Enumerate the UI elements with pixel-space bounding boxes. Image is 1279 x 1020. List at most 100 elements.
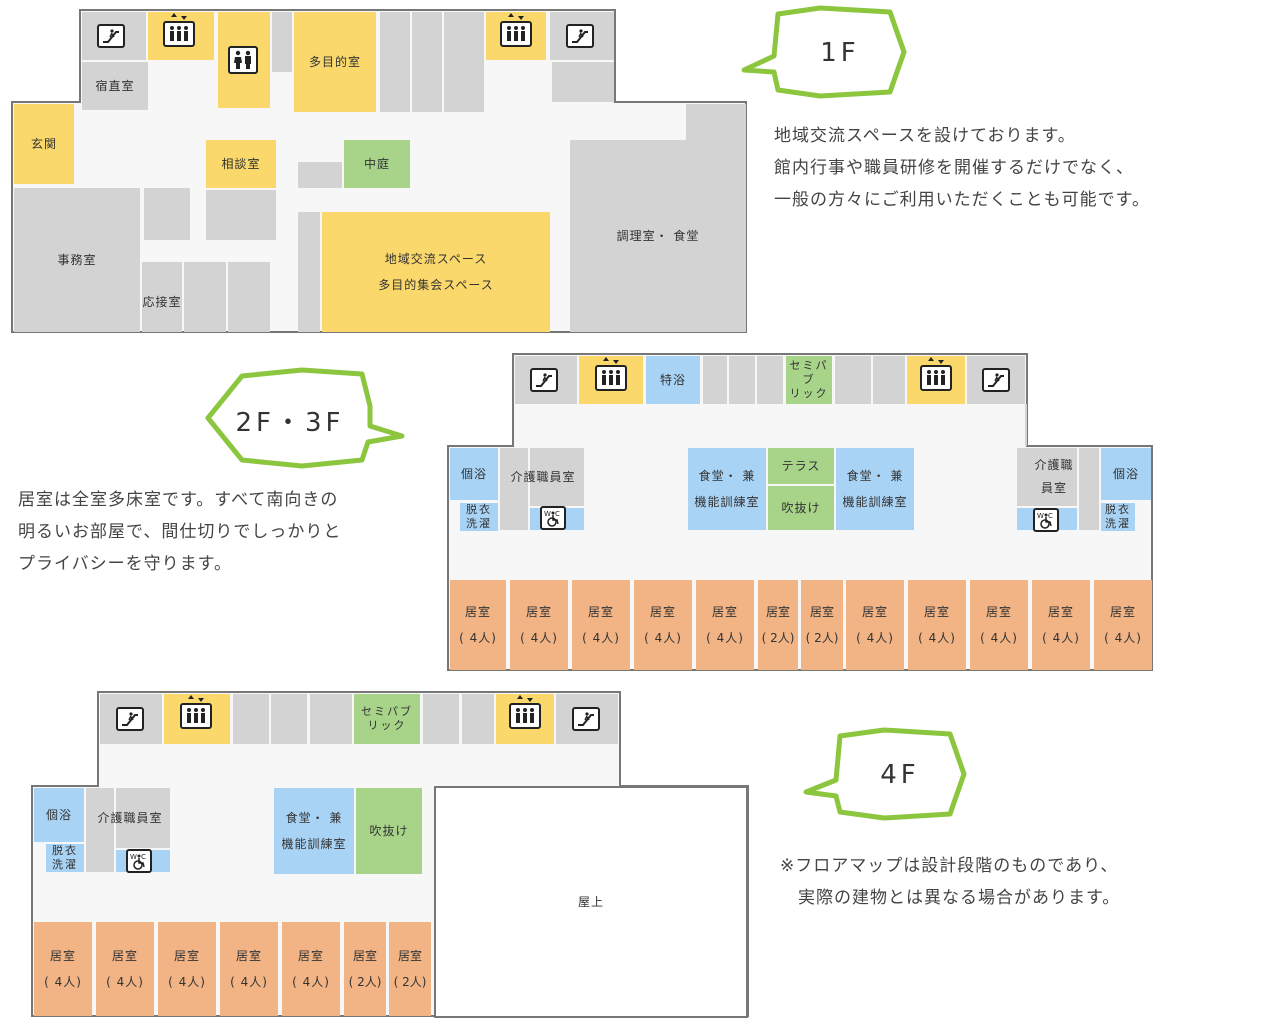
f4-kyoshitsu: 居室( 4人) (282, 922, 340, 1016)
floor-1f-label: 1F (820, 38, 860, 68)
f23-kyoshitsu: 居室( 4人) (634, 580, 692, 670)
f23-storage-2 (729, 356, 755, 404)
svg-text:C: C (141, 853, 146, 861)
f23-storage-3 (757, 356, 783, 404)
floor-4f-note: ※フロアマップは設計段階のものであり、 実際の建物とは異なる場合があります。 (780, 856, 1121, 908)
f1-storage-9 (298, 212, 320, 332)
f4-storage-2 (271, 694, 307, 744)
f1-storage-10 (686, 104, 746, 140)
f23-kyoshitsu: 居室( 4人) (908, 580, 966, 670)
f23-kyoshitsu: 居室( 4人) (1032, 580, 1090, 670)
f23-storage-5 (873, 356, 905, 404)
f4-room-semi: セミパブ リック (354, 694, 420, 744)
f1-room-jimu: 事務室 (14, 188, 140, 332)
f1-storage-6 (206, 190, 276, 240)
f1-shaft-1 (272, 12, 292, 72)
elevator-icon (920, 356, 952, 391)
f4-room-kaigo: 介護職員室 (97, 788, 170, 848)
f1-storage-2 (412, 12, 442, 112)
f4-kyoshitsu: 居室( 4人) (96, 922, 154, 1016)
f1-corridor-box (298, 162, 342, 188)
f23-room-kaigo-right: 介護職員室 (1017, 448, 1077, 506)
floor-1f-bubble: 1F (740, 4, 910, 100)
floor-23f-bubble: 2F・3F (202, 366, 408, 470)
f23-storage-7 (500, 448, 528, 530)
f23-room-terrace: テラス (768, 448, 834, 484)
svg-text:C: C (1048, 512, 1053, 520)
elevator-icon (163, 12, 195, 47)
floor-23f-label: 2F・3F (235, 408, 345, 438)
f4-kyoshitsu: 居室( 2人) (389, 922, 431, 1016)
escalator-icon (982, 368, 1010, 392)
f23-room-datsui-left: 脱衣 洗濯 (460, 503, 498, 531)
f1-storage-1 (380, 12, 410, 112)
svg-text:W: W (130, 853, 137, 861)
f23-kyoshitsu: 居室( 4人) (846, 580, 904, 670)
f23-kyoshitsu: 居室( 4人) (510, 580, 568, 670)
elevator-icon (180, 694, 212, 729)
f23-storage-4 (835, 356, 871, 404)
f23-room-datsui-right: 脱衣 洗濯 (1101, 503, 1135, 531)
f23-kyoshitsu: 居室( 4人) (572, 580, 630, 670)
f23-storage-1 (703, 356, 727, 404)
f23-room-fukinuke: 吹抜け (768, 486, 834, 530)
f1-storage-4 (552, 62, 614, 102)
f4-kyoshitsu: 居室( 4人) (220, 922, 278, 1016)
f23-room-shokudo-left: 食堂・ 兼機能訓練室 (688, 448, 766, 530)
f23-storage-6 (1025, 404, 1027, 446)
f4-storage-4 (423, 694, 459, 744)
f1-room-soudan: 相談室 (206, 140, 276, 188)
f23-kyoshitsu: 居室( 4人) (1094, 580, 1152, 670)
f4-room-fukinuke: 吹抜け (356, 788, 422, 874)
escalator-icon (572, 707, 600, 731)
elevator-icon (509, 694, 541, 729)
f23-kyoshitsu: 居室( 2人) (758, 580, 798, 670)
f4-room-koyoku: 個浴 (34, 788, 84, 842)
escalator-icon (97, 24, 125, 48)
f4-kyoshitsu: 居室( 2人) (344, 922, 386, 1016)
f4-room-shokudo: 食堂・ 兼機能訓練室 (274, 788, 354, 874)
escalator-icon (530, 368, 558, 392)
f1-room-chutei: 中庭 (344, 140, 410, 188)
floor-23f-description: 居室は全室多床室です。すべて南向きの 明るいお部屋で、間仕切りでしっかりと プラ… (18, 490, 342, 574)
f23-kyoshitsu: 居室( 4人) (696, 580, 754, 670)
f4-kyoshitsu: 居室( 4人) (34, 922, 92, 1016)
f1-room-osetsu: 応接室 (142, 262, 182, 332)
f23-room-semi: セミパブ リック (786, 356, 832, 404)
f23-room-tokuyoku: 特浴 (646, 356, 700, 404)
f4-storage-6 (86, 788, 114, 872)
f23-room-kaigo-left: 介護職員室 (510, 448, 584, 506)
f1-storage-3 (444, 12, 484, 112)
f23-room-shokudo-right: 食堂・ 兼機能訓練室 (836, 448, 914, 530)
f1-room-chiiki: 地域交流スペース 多目的集会スペース (322, 212, 550, 332)
f4-storage-3 (310, 694, 352, 744)
f23-room-koyoku-right: 個浴 (1101, 448, 1151, 500)
escalator-icon (116, 707, 144, 731)
f23-kyoshitsu: 居室( 2人) (801, 580, 843, 670)
escalator-icon (566, 24, 594, 48)
f23-room-koyoku-left: 個浴 (450, 448, 498, 500)
f1-storage-5 (144, 188, 190, 240)
f1-room-genkan: 玄関 (14, 104, 74, 184)
floor-4f-label: 4F (880, 760, 920, 790)
svg-text:W: W (1037, 512, 1044, 520)
f1-storage-8 (228, 262, 270, 332)
restroom-icon (228, 46, 258, 74)
elevator-icon (500, 12, 532, 47)
f4-room-okujo: 屋上 (434, 786, 748, 1018)
elevator-icon (595, 356, 627, 391)
f4-storage-5 (462, 694, 494, 744)
f4-storage-1 (233, 694, 269, 744)
f1-room-shukuchoku: 宿直室 (82, 62, 148, 110)
f1-room-chouri: 調理室・ 食堂 (570, 140, 746, 332)
f23-storage-8 (1079, 448, 1099, 530)
floor-4f-bubble: 4F (800, 726, 970, 822)
f4-kyoshitsu: 居室( 4人) (158, 922, 216, 1016)
floor-1f-description: 地域交流スペースを設けております。 館内行事や職員研修を開催するだけでなく、 一… (774, 126, 1150, 210)
f1-storage-7 (184, 262, 226, 332)
f1-room-mokuteki: 多目的室 (294, 12, 376, 112)
f4-room-datsui: 脱衣 洗濯 (46, 844, 84, 872)
